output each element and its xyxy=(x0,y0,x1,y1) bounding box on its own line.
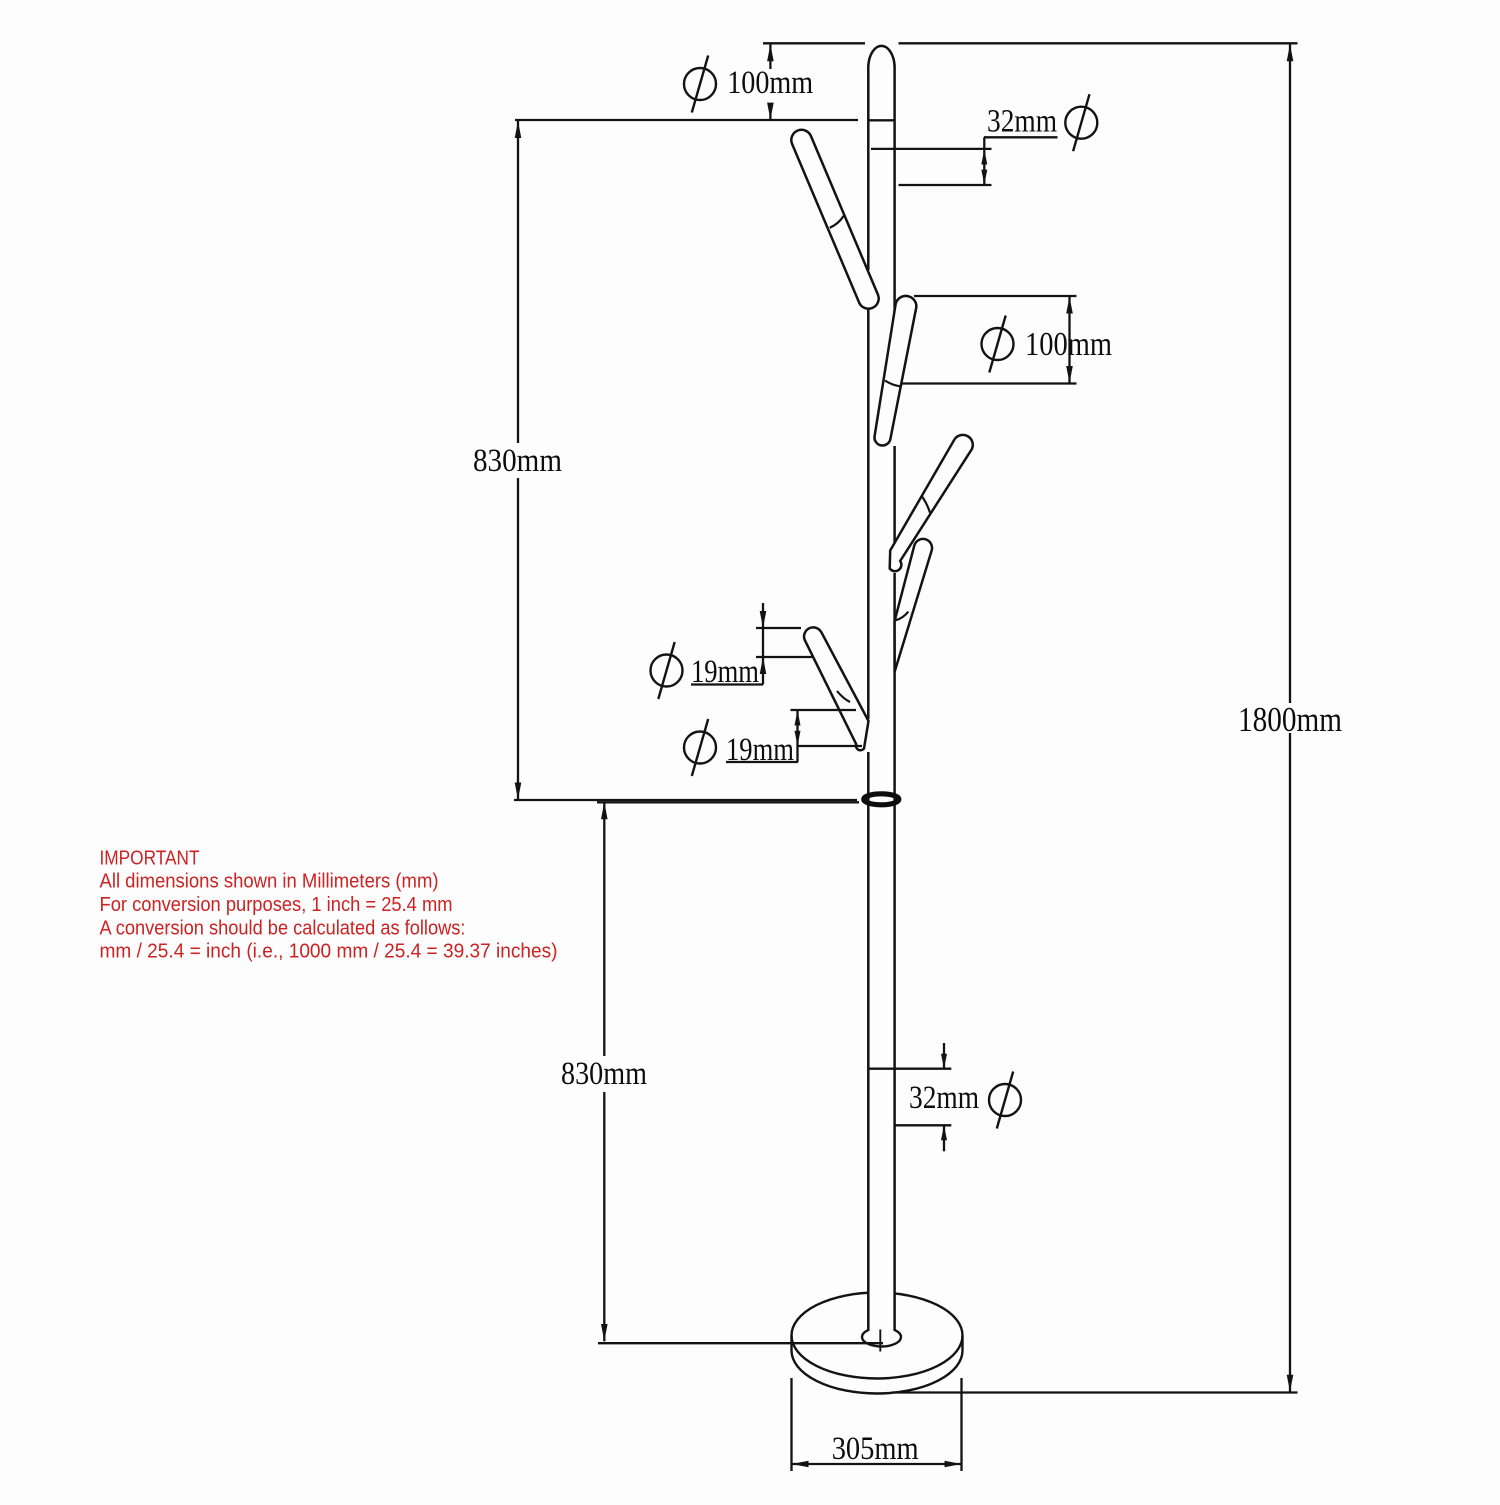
svg-text:A conversion should be calcula: A conversion should be calculated as fol… xyxy=(100,917,466,939)
svg-text:100mm: 100mm xyxy=(727,65,813,101)
svg-text:32mm: 32mm xyxy=(909,1080,979,1116)
svg-text:32mm: 32mm xyxy=(987,104,1057,140)
svg-text:830mm: 830mm xyxy=(561,1056,647,1092)
svg-text:19mm: 19mm xyxy=(691,654,759,690)
svg-text:mm / 25.4 = inch (i.e., 1000 m: mm / 25.4 = inch (i.e., 1000 mm / 25.4 =… xyxy=(100,941,558,963)
svg-text:830mm: 830mm xyxy=(473,443,562,479)
svg-text:All dimensions shown in Millim: All dimensions shown in Millimeters (mm) xyxy=(100,871,439,893)
svg-text:IMPORTANT: IMPORTANT xyxy=(100,847,200,869)
svg-text:100mm: 100mm xyxy=(1025,326,1112,363)
svg-text:305mm: 305mm xyxy=(832,1431,919,1467)
svg-text:1800mm: 1800mm xyxy=(1238,700,1342,739)
svg-text:19mm: 19mm xyxy=(726,732,794,768)
svg-text:For conversion purposes, 1 inc: For conversion purposes, 1 inch = 25.4 m… xyxy=(100,894,453,916)
